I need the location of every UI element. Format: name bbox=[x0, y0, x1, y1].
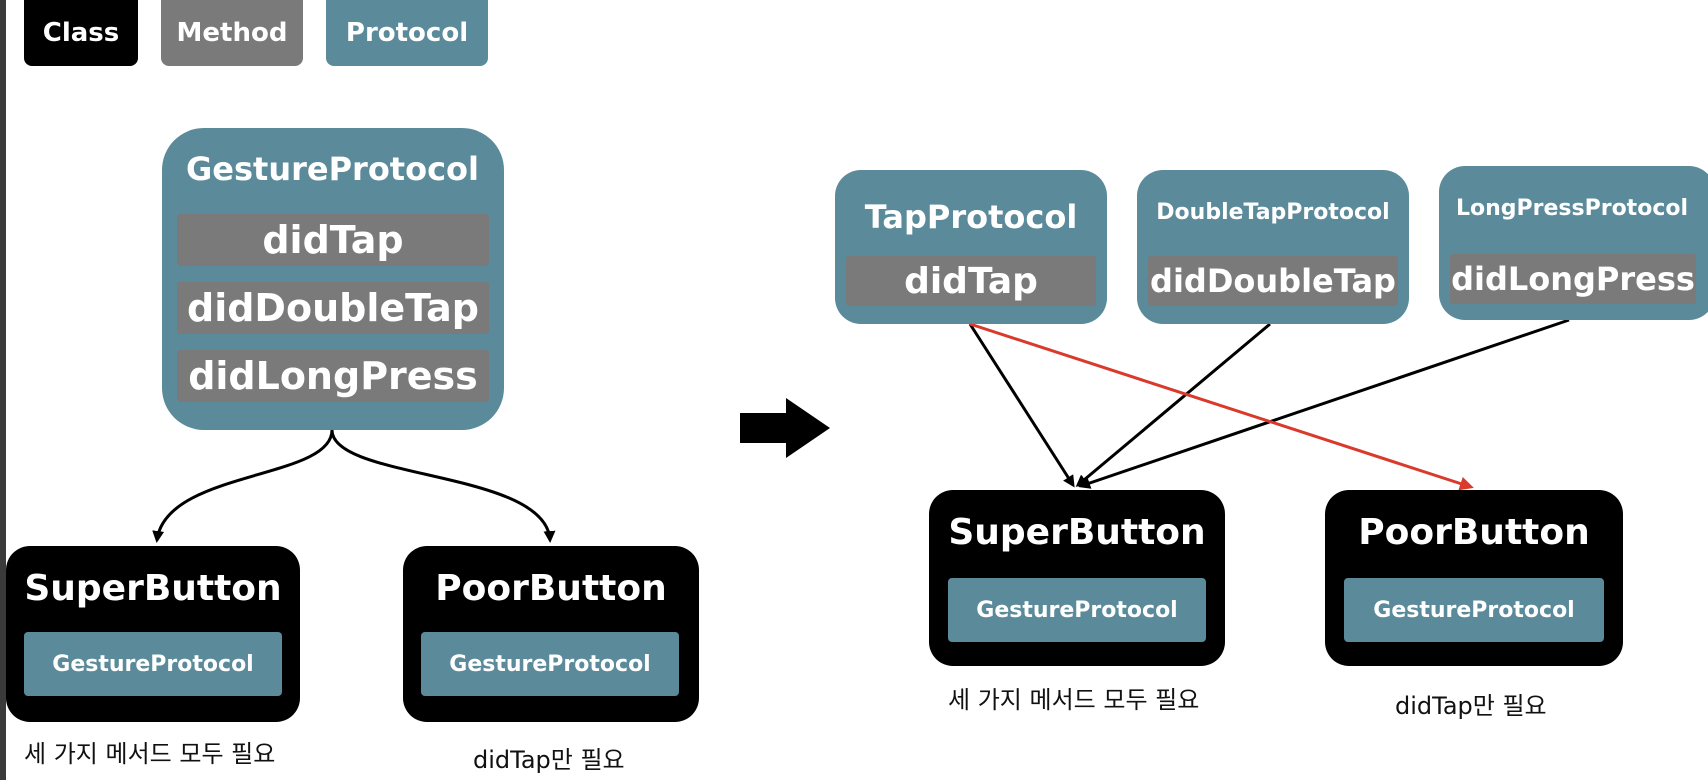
tap-protocol-method: didTap bbox=[846, 256, 1096, 306]
legend-class: Class bbox=[24, 0, 138, 66]
right-poorbutton-protocol: GestureProtocol bbox=[1344, 578, 1604, 642]
doubletap-protocol-title: DoubleTapProtocol bbox=[1156, 200, 1390, 225]
method-didtap: didTap bbox=[177, 214, 489, 266]
right-poorbutton-box: PoorButton GestureProtocol bbox=[1325, 490, 1623, 666]
left-superbutton-title: SuperButton bbox=[24, 568, 282, 609]
method-didlongpress: didLongPress bbox=[177, 350, 489, 402]
right-superbutton-caption: 세 가지 메서드 모두 필요 bbox=[948, 686, 1200, 714]
left-poorbutton-caption: didTap만 필요 bbox=[473, 746, 625, 774]
arrow-tap-to-superbutton bbox=[968, 323, 1075, 488]
longpress-protocol-box: LongPressProtocol didLongPress bbox=[1439, 166, 1708, 320]
connector-layer bbox=[152, 318, 1570, 543]
arrow-tap-to-poorbutton bbox=[969, 322, 1474, 491]
right-poorbutton-title: PoorButton bbox=[1358, 512, 1590, 553]
diagram-canvas: Class Method Protocol GestureProtocol di… bbox=[6, 0, 1708, 780]
right-superbutton-box: SuperButton GestureProtocol bbox=[929, 490, 1225, 666]
gesture-protocol-box: GestureProtocol didTap didDoubleTap didL… bbox=[162, 128, 504, 430]
arrow-doubletap-to-superbutton bbox=[1075, 322, 1271, 487]
tap-protocol-title: TapProtocol bbox=[864, 198, 1078, 236]
longpress-protocol-title: LongPressProtocol bbox=[1455, 196, 1689, 221]
left-arrow-to-superbutton bbox=[152, 429, 334, 543]
right-superbutton-title: SuperButton bbox=[948, 512, 1206, 553]
left-arrow-to-poorbutton bbox=[330, 429, 556, 543]
arrow-longpress-to-superbutton bbox=[1078, 318, 1570, 489]
left-poorbutton-title: PoorButton bbox=[435, 568, 667, 609]
left-poorbutton-protocol: GestureProtocol bbox=[421, 632, 679, 696]
left-superbutton-protocol: GestureProtocol bbox=[24, 632, 282, 696]
longpress-protocol-method: didLongPress bbox=[1450, 254, 1696, 304]
left-superbutton-caption: 세 가지 메서드 모두 필요 bbox=[24, 740, 276, 768]
method-diddoubletap: didDoubleTap bbox=[177, 282, 489, 334]
doubletap-protocol-box: DoubleTapProtocol didDoubleTap bbox=[1137, 170, 1409, 324]
gesture-protocol-title: GestureProtocol bbox=[186, 150, 479, 188]
legend-protocol: Protocol bbox=[326, 0, 488, 66]
transition-arrow bbox=[740, 398, 830, 458]
right-superbutton-protocol: GestureProtocol bbox=[948, 578, 1206, 642]
tap-protocol-box: TapProtocol didTap bbox=[835, 170, 1107, 324]
doubletap-protocol-method: didDoubleTap bbox=[1148, 256, 1398, 306]
left-poorbutton-box: PoorButton GestureProtocol bbox=[403, 546, 699, 722]
right-poorbutton-caption: didTap만 필요 bbox=[1395, 692, 1547, 720]
left-superbutton-box: SuperButton GestureProtocol bbox=[6, 546, 300, 722]
legend-method: Method bbox=[161, 0, 303, 66]
